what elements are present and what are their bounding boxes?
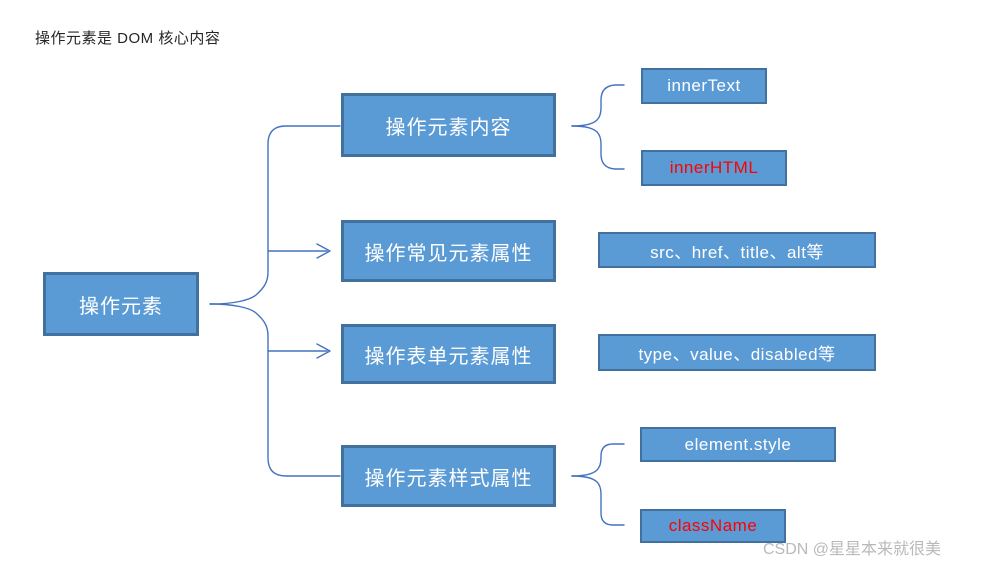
arrowhead-common-attrs-icon	[316, 243, 331, 259]
branch-node-label: 操作常见元素属性	[364, 242, 533, 265]
child-node-label: element.style	[684, 434, 792, 454]
watermark: CSDN @星星本来就很美	[763, 541, 942, 558]
child-node-innerhtml: innerHTML	[641, 150, 787, 186]
root-node-operate-element: 操作元素	[43, 272, 199, 336]
branch-node-label: 操作表单元素属性	[364, 345, 533, 368]
connector-content-lower	[571, 125, 625, 170]
branch-node-element-content: 操作元素内容	[341, 93, 556, 157]
root-node-label: 操作元素	[79, 295, 163, 318]
branch-node-common-attributes: 操作常见元素属性	[341, 220, 556, 282]
child-node-label: innerHTML	[669, 158, 759, 177]
child-node-label: innerText	[667, 76, 741, 95]
child-node-common-attr-list: src、href、title、alt等	[598, 232, 876, 268]
arrowhead-form-attrs-icon	[316, 343, 331, 359]
connector-style-upper	[571, 443, 625, 477]
connector-content-upper	[571, 84, 625, 127]
branch-node-form-attributes: 操作表单元素属性	[341, 324, 556, 384]
child-node-form-attr-list: type、value、disabled等	[598, 334, 876, 371]
child-node-element-style: element.style	[640, 427, 836, 462]
diagram-title: 操作元素是 DOM 核心内容	[35, 30, 221, 47]
connector-main-lower	[209, 303, 341, 477]
connector-style-lower	[571, 475, 625, 526]
child-node-innertext: innerText	[641, 68, 767, 104]
branch-node-label: 操作元素内容	[385, 116, 512, 139]
child-node-label: className	[668, 516, 758, 535]
branch-node-label: 操作元素样式属性	[364, 467, 533, 490]
child-node-label: type、value、disabled等	[638, 345, 836, 364]
child-node-classname: className	[640, 509, 786, 543]
child-node-label: src、href、title、alt等	[650, 242, 824, 262]
connector-main-upper	[209, 125, 341, 305]
branch-node-style-attributes: 操作元素样式属性	[341, 445, 556, 507]
